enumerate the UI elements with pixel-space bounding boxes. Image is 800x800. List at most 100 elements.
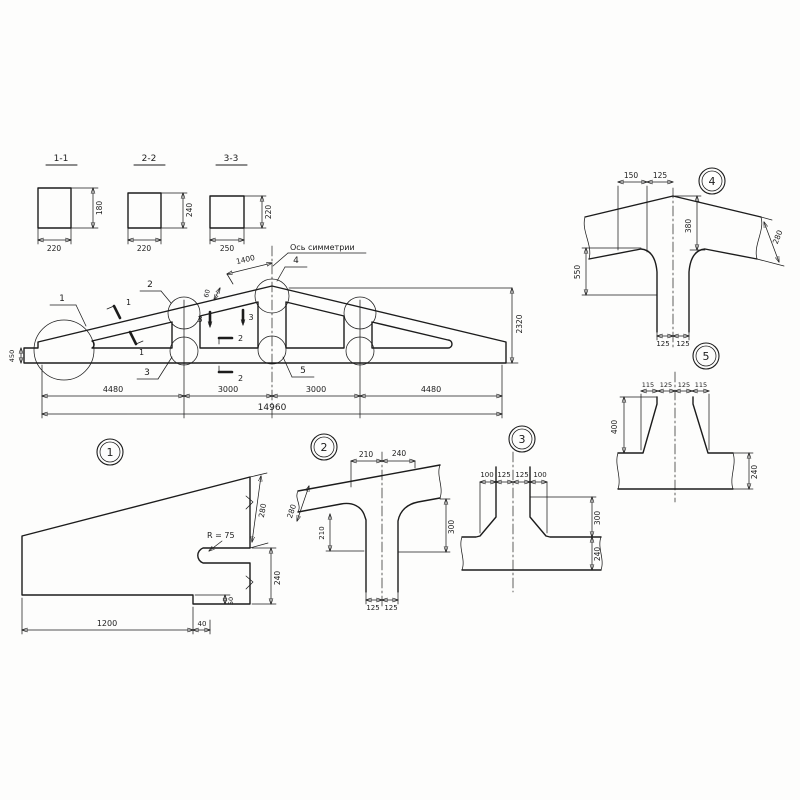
- detail-leader-5: 5: [300, 366, 306, 376]
- cut-mark-1-1: 1 1: [106, 298, 144, 357]
- section-title: 3-3: [224, 154, 239, 164]
- section-height-dim: 240: [185, 203, 194, 218]
- cut-label-3: 3: [248, 313, 253, 322]
- detail-5-view: 5 115 125 125 115 400 240: [610, 342, 759, 503]
- total-span-dim: 14960: [258, 403, 287, 413]
- section-width-dim: 250: [220, 244, 235, 253]
- cut-label-2: 2: [238, 374, 243, 383]
- detail-2-badge-inner: [313, 436, 335, 458]
- detail-circle-5: [257, 335, 287, 365]
- d2-left-flare: [297, 502, 367, 593]
- truss-opening-2: [199, 301, 259, 349]
- section-title: 1-1: [54, 154, 69, 164]
- cut-label-1: 1: [139, 348, 144, 357]
- detail-1-badge-outer: [96, 438, 124, 466]
- d2-right-flare: [397, 497, 441, 593]
- d5-right-flare: [692, 396, 734, 454]
- d2-top1-dim: 210: [359, 450, 374, 459]
- detail-5-badge-outer: [692, 342, 720, 370]
- section-height-dim: 180: [95, 201, 104, 216]
- detail-1-number: 1: [107, 446, 114, 459]
- d5-chord-dim: 240: [750, 465, 759, 480]
- d3-t4-dim: 100: [533, 471, 546, 479]
- d3-t1-dim: 100: [480, 471, 493, 479]
- d5-t2-dim: 125: [660, 381, 672, 389]
- d1-offset-dim: 40: [198, 620, 207, 628]
- d4-mid-dim: 380: [684, 219, 693, 234]
- d4-t2-dim: 125: [653, 171, 668, 180]
- detail-circle-2: [167, 296, 201, 330]
- d4-b2-dim: 125: [676, 340, 689, 348]
- d5-left-flare: [617, 396, 658, 454]
- apex-slope-dim: 1400: [235, 253, 256, 266]
- d1-length-dim: 1200: [97, 619, 117, 628]
- d2-chord-top: [297, 464, 441, 492]
- detail-circle-3-mirror: [345, 336, 375, 366]
- d5-t1-dim: 115: [642, 381, 654, 389]
- detail-2-number: 2: [321, 441, 328, 454]
- top-gap-dim: 60: [202, 289, 212, 299]
- d2-b1-dim: 125: [366, 604, 379, 612]
- truss-outline: [23, 285, 507, 364]
- section-view-3-3: 3-3 220 250: [209, 154, 273, 253]
- detail-circle-3: [169, 336, 199, 366]
- detail-1-view: 1 280 R = 75 240 50 1200 40: [21, 438, 282, 635]
- detail-circle-2-mirror: [343, 296, 377, 330]
- d3-t3-dim: 125: [515, 471, 528, 479]
- d2-left-dim: 210: [318, 526, 326, 539]
- d2-right-dim: 300: [447, 520, 456, 535]
- detail-leader-3: 3: [144, 368, 150, 378]
- d2-slope-dim: 280: [285, 503, 298, 520]
- span-seg1-dim: 4480: [103, 385, 123, 394]
- section-width-dim: 220: [137, 244, 152, 253]
- detail-3-badge-outer: [508, 425, 536, 453]
- detail-4-badge-outer: [698, 167, 726, 195]
- detail-2-view: 2 210 240 280 210 300 125 125: [285, 433, 456, 612]
- section-view-1-1: 1-1 180 220: [37, 154, 104, 253]
- detail-4-badge-inner: [701, 170, 723, 192]
- d1-slope-dim: 280: [257, 503, 268, 519]
- cut-label-1: 1: [126, 298, 131, 307]
- detail-3-number: 3: [519, 433, 526, 446]
- section-view-2-2: 2-2 240 220: [127, 154, 194, 253]
- detail-4-view: 4 150 125 380 280 550 125: [573, 167, 785, 349]
- detail-circle-1: [33, 319, 95, 381]
- symmetry-axis-label: Ось симметрии: [290, 243, 355, 252]
- cut-label-2: 2: [238, 334, 243, 343]
- section-height-dim: 220: [264, 205, 273, 220]
- d4-slope-dim: 280: [771, 229, 785, 246]
- detail-leader-1: 1: [59, 294, 65, 304]
- d1-radius-label: R = 75: [207, 531, 235, 540]
- d4-b1-dim: 125: [656, 340, 669, 348]
- d5-t4-dim: 115: [695, 381, 707, 389]
- detail-3-view: 3 100 125 125 100 300 240: [460, 425, 603, 593]
- d1-step-dim: 50: [227, 597, 235, 605]
- cut-label-3: 3: [197, 315, 202, 324]
- detail-5-badge-inner: [695, 345, 717, 367]
- ridge-height-dim: 2320: [515, 314, 524, 333]
- detail-3-badge-inner: [511, 428, 533, 450]
- detail-5-number: 5: [703, 350, 710, 363]
- span-seg2-dim: 3000: [218, 385, 238, 394]
- d4-t1-dim: 150: [624, 171, 639, 180]
- main-elevation: 1 2 3 4 5 Ось симметрии 1 1 3 3: [8, 243, 524, 419]
- d1-chord-dim: 240: [273, 571, 282, 586]
- detail-2-badge-outer: [310, 433, 338, 461]
- d4-left-dim: 550: [573, 265, 582, 280]
- d4-left-flare: [588, 248, 658, 333]
- d3-t2-dim: 125: [497, 471, 510, 479]
- d3-chord-dim: 240: [593, 547, 602, 562]
- detail-4-number: 4: [709, 175, 716, 188]
- span-seg3-dim: 3000: [306, 385, 326, 394]
- detail-circle-4: [254, 278, 290, 314]
- detail-leader-4: 4: [293, 256, 299, 266]
- span-seg4-dim: 4480: [421, 385, 441, 394]
- d2-top2-dim: 240: [392, 449, 407, 458]
- end-height-dim: 450: [8, 350, 16, 362]
- d5-left-dim: 400: [610, 420, 619, 435]
- cut-mark-3-3: 3 3: [197, 308, 254, 327]
- d2-b2-dim: 125: [384, 604, 397, 612]
- detail-leader-2: 2: [147, 280, 153, 290]
